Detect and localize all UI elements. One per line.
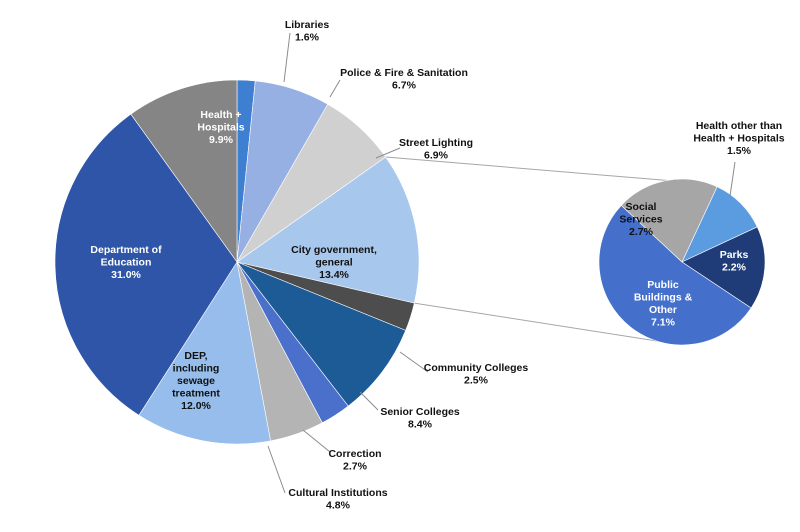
main-label-cultural-institutions: Cultural Institutions4.8% [288, 487, 387, 512]
main-leader-libraries [284, 33, 290, 82]
main-label-senior-colleges: Senior Colleges8.4% [380, 406, 460, 431]
sub-label-parks: Parks2.2% [720, 249, 749, 274]
main-label-community-colleges: Community Colleges2.5% [424, 362, 529, 387]
main-leader-senior-colleges [360, 392, 378, 410]
main-label-police-fire-sanitation: Police & Fire & Sanitation6.7% [340, 67, 468, 92]
main-leader-police-fire-sanitation [330, 80, 340, 97]
main-leader-cultural-institutions [268, 446, 285, 493]
main-label-libraries: Libraries1.6% [285, 19, 330, 44]
sub-leader-health-other-than-health-hospitals [730, 162, 735, 196]
main-leader-correction [303, 430, 330, 452]
sub-label-health-other-than-health-hospitals: Health other thanHealth + Hospitals1.5% [693, 120, 784, 157]
main-label-street-lighting: Street Lighting6.9% [399, 137, 473, 162]
main-label-correction: Correction2.7% [328, 448, 381, 473]
